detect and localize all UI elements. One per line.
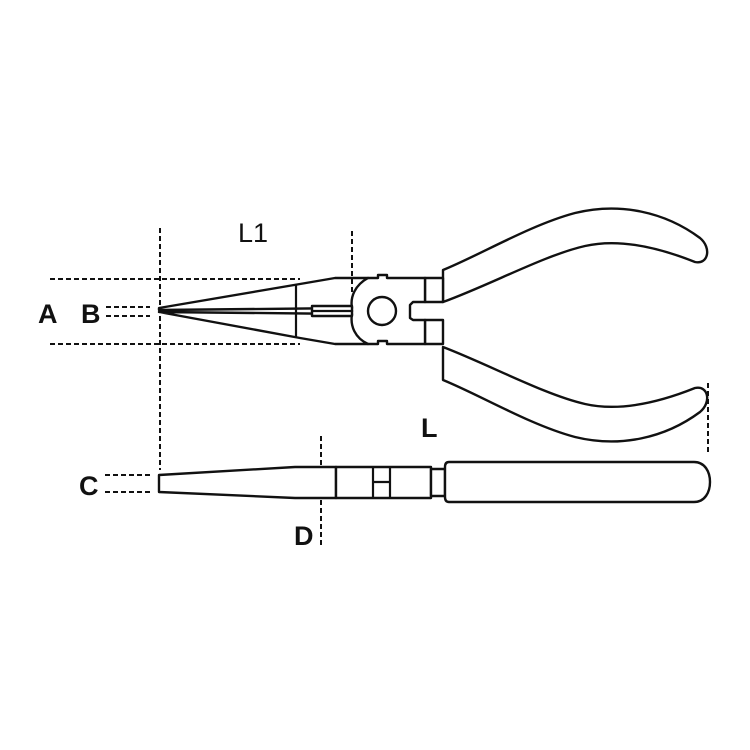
label-D: D [294, 521, 314, 551]
label-L1: L1 [238, 218, 268, 248]
pliers-side-view [157, 460, 712, 504]
side-neck [429, 467, 447, 498]
side-jaw [157, 465, 338, 500]
label-B: B [81, 299, 101, 329]
label-L: L [421, 413, 438, 443]
pliers-top-view [157, 207, 709, 443]
label-A: A [38, 299, 58, 329]
label-C: C [79, 471, 99, 501]
lower-handle [441, 345, 709, 443]
side-handle [443, 460, 712, 504]
dimension-lines-side [105, 436, 322, 545]
lower-collar [423, 318, 445, 346]
dimension-lines-top [50, 228, 709, 470]
upper-handle [441, 207, 709, 304]
pivot-hole [366, 295, 398, 327]
upper-collar [423, 276, 445, 304]
